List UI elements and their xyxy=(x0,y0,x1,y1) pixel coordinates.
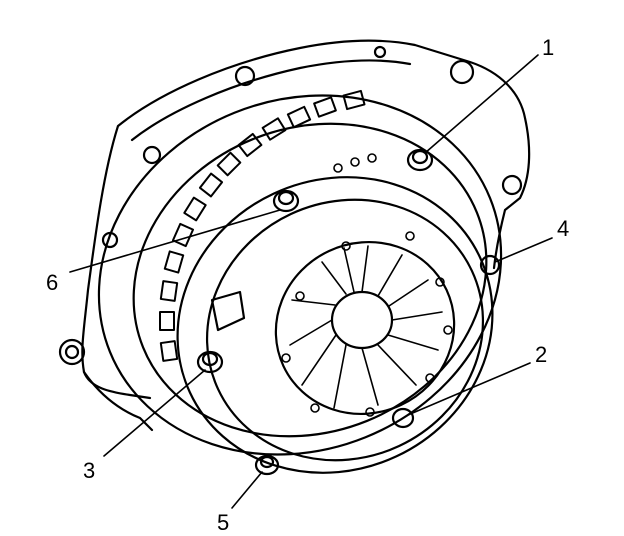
diaphragm-spring-outer xyxy=(274,240,456,416)
block-lower-flange xyxy=(82,370,154,432)
mount-tab xyxy=(210,290,246,332)
leader-3 xyxy=(103,369,206,457)
ring-gear-teeth xyxy=(159,89,366,362)
leader-2 xyxy=(407,362,531,416)
diaphragm-fingers xyxy=(289,245,443,409)
bolt-1 xyxy=(406,148,434,172)
flywheel-inner xyxy=(132,122,488,438)
bolt-5 xyxy=(254,454,280,476)
engine-block-outline xyxy=(81,39,531,400)
callout-3: 3 xyxy=(83,458,95,483)
block-boss-top xyxy=(234,65,256,87)
block-inner-edge xyxy=(130,59,412,142)
leader-lines xyxy=(69,54,553,509)
bolt-2 xyxy=(391,407,415,429)
pressure-plate-cover xyxy=(176,176,494,474)
flywheel-holes xyxy=(333,153,377,173)
leader-1 xyxy=(424,54,539,154)
callout-5: 5 xyxy=(217,510,229,535)
flywheel-outer xyxy=(97,94,503,456)
diaphragm-rivets xyxy=(281,231,453,417)
leader-5 xyxy=(231,471,263,509)
block-boss-bottom-left xyxy=(58,338,86,366)
block-boss-left xyxy=(142,145,162,165)
callout-2: 2 xyxy=(535,342,547,367)
leader-6 xyxy=(69,209,281,273)
callout-4: 4 xyxy=(557,216,569,241)
callout-6: 6 xyxy=(46,270,58,295)
bolt-6 xyxy=(272,189,300,213)
callout-1: 1 xyxy=(542,35,554,60)
pressure-plate-rim xyxy=(205,198,485,462)
block-boss-right xyxy=(501,174,523,196)
block-boss-top-right xyxy=(449,59,475,85)
block-boss-bottom-left-inner xyxy=(64,344,80,360)
bolt-3 xyxy=(196,350,224,374)
diaphragm-spring-hub xyxy=(330,290,394,350)
bolt-4 xyxy=(479,254,501,276)
leader-4 xyxy=(494,237,553,263)
block-hole xyxy=(373,45,387,59)
